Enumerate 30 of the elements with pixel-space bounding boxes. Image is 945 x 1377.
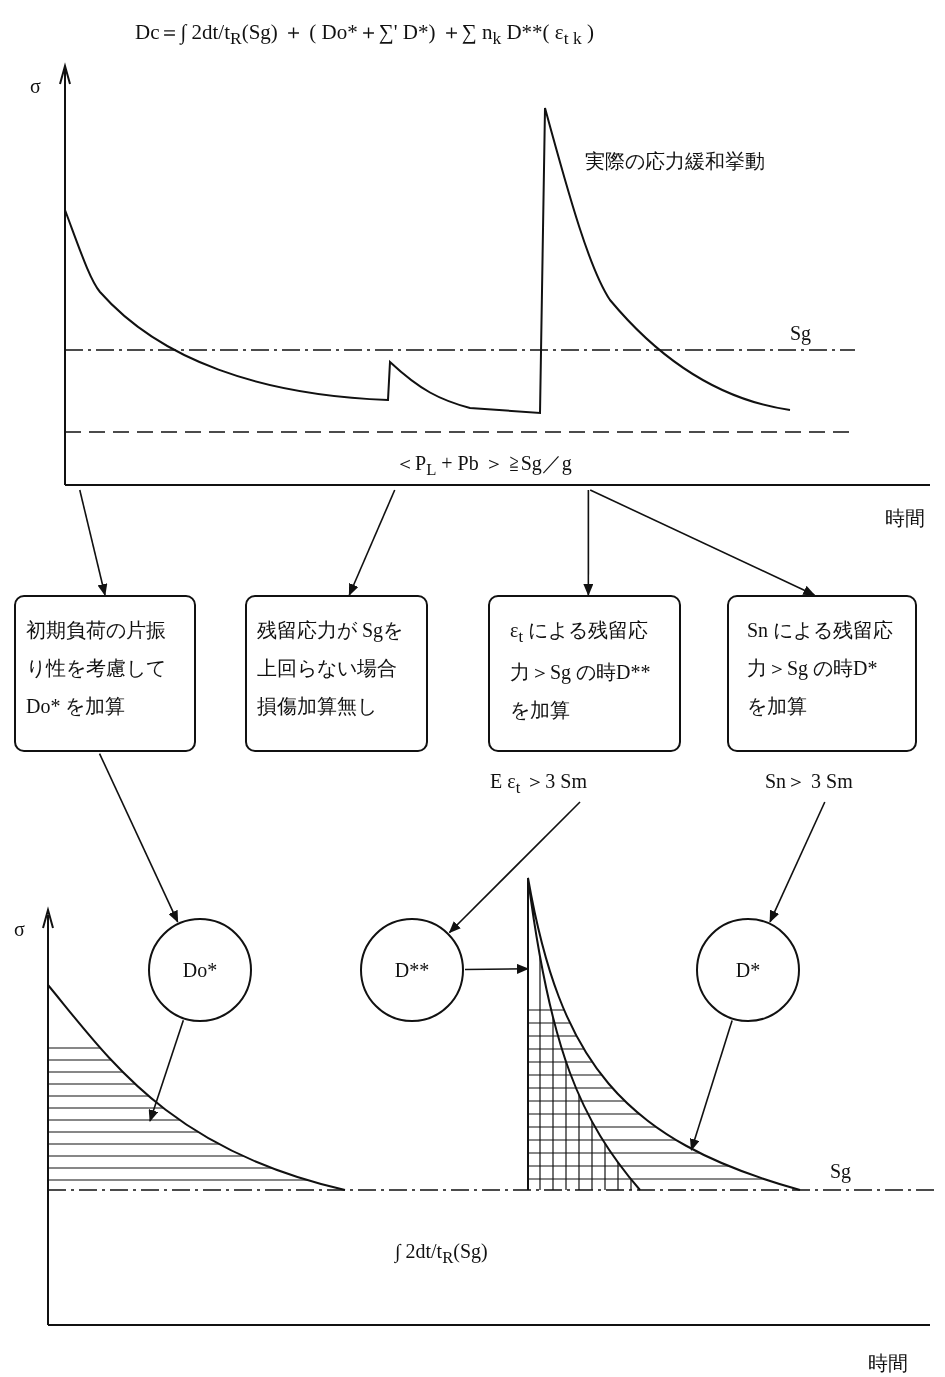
- hatched-area-drawing: [528, 878, 648, 1191]
- arrow: [464, 963, 529, 974]
- axis-label: 時間: [885, 506, 925, 531]
- condition-text: Sn＞ 3 Sm: [765, 768, 895, 802]
- arrow: [589, 489, 816, 596]
- arrow: [583, 489, 594, 596]
- arrow: [98, 752, 179, 923]
- damage-circle: Do*: [148, 918, 252, 1022]
- load-condition: ＜P$_{L}$ + Pb ＞ ≧Sg／g: [395, 451, 572, 480]
- process-box: 初期負荷の片振り性を考慮してDo* を加算: [14, 595, 196, 752]
- condition-text: E ε$_{t}$ ＞3 Sm: [490, 768, 670, 802]
- arrow: [348, 489, 396, 596]
- arrow: [689, 1019, 733, 1151]
- arrow: [148, 1019, 185, 1122]
- integral-formula: ∫ 2dt/t$_{R}$(Sg): [395, 1240, 488, 1268]
- formula: Dc＝∫ 2dt/t$_{R}$(Sg) ＋ ( Do*＋∑' D*) ＋∑ n$_{k}$ D**( ε$_{t k}$ ): [135, 19, 594, 50]
- process-box: ε$_{t}$ による残留応力＞Sg の時D** を加算: [488, 595, 681, 752]
- process-box: 残留応力が Sgを上回らない場合損傷加算無し: [245, 595, 428, 752]
- axis-label: 時間: [868, 1351, 908, 1376]
- line-label: Sg: [830, 1160, 852, 1183]
- damage-circle: D**: [360, 918, 464, 1022]
- curve-label: 実際の応力緩和挙動: [585, 149, 765, 174]
- damage-circle: D*: [696, 918, 800, 1022]
- arrow: [769, 801, 826, 923]
- line-label: Sg: [790, 322, 812, 345]
- arrow: [79, 489, 108, 596]
- arrow: [448, 801, 581, 934]
- axis-label: σ: [30, 75, 41, 98]
- process-box: Sn による残留応力＞Sg の時D* を加算: [727, 595, 917, 752]
- axis-label: σ: [14, 918, 25, 941]
